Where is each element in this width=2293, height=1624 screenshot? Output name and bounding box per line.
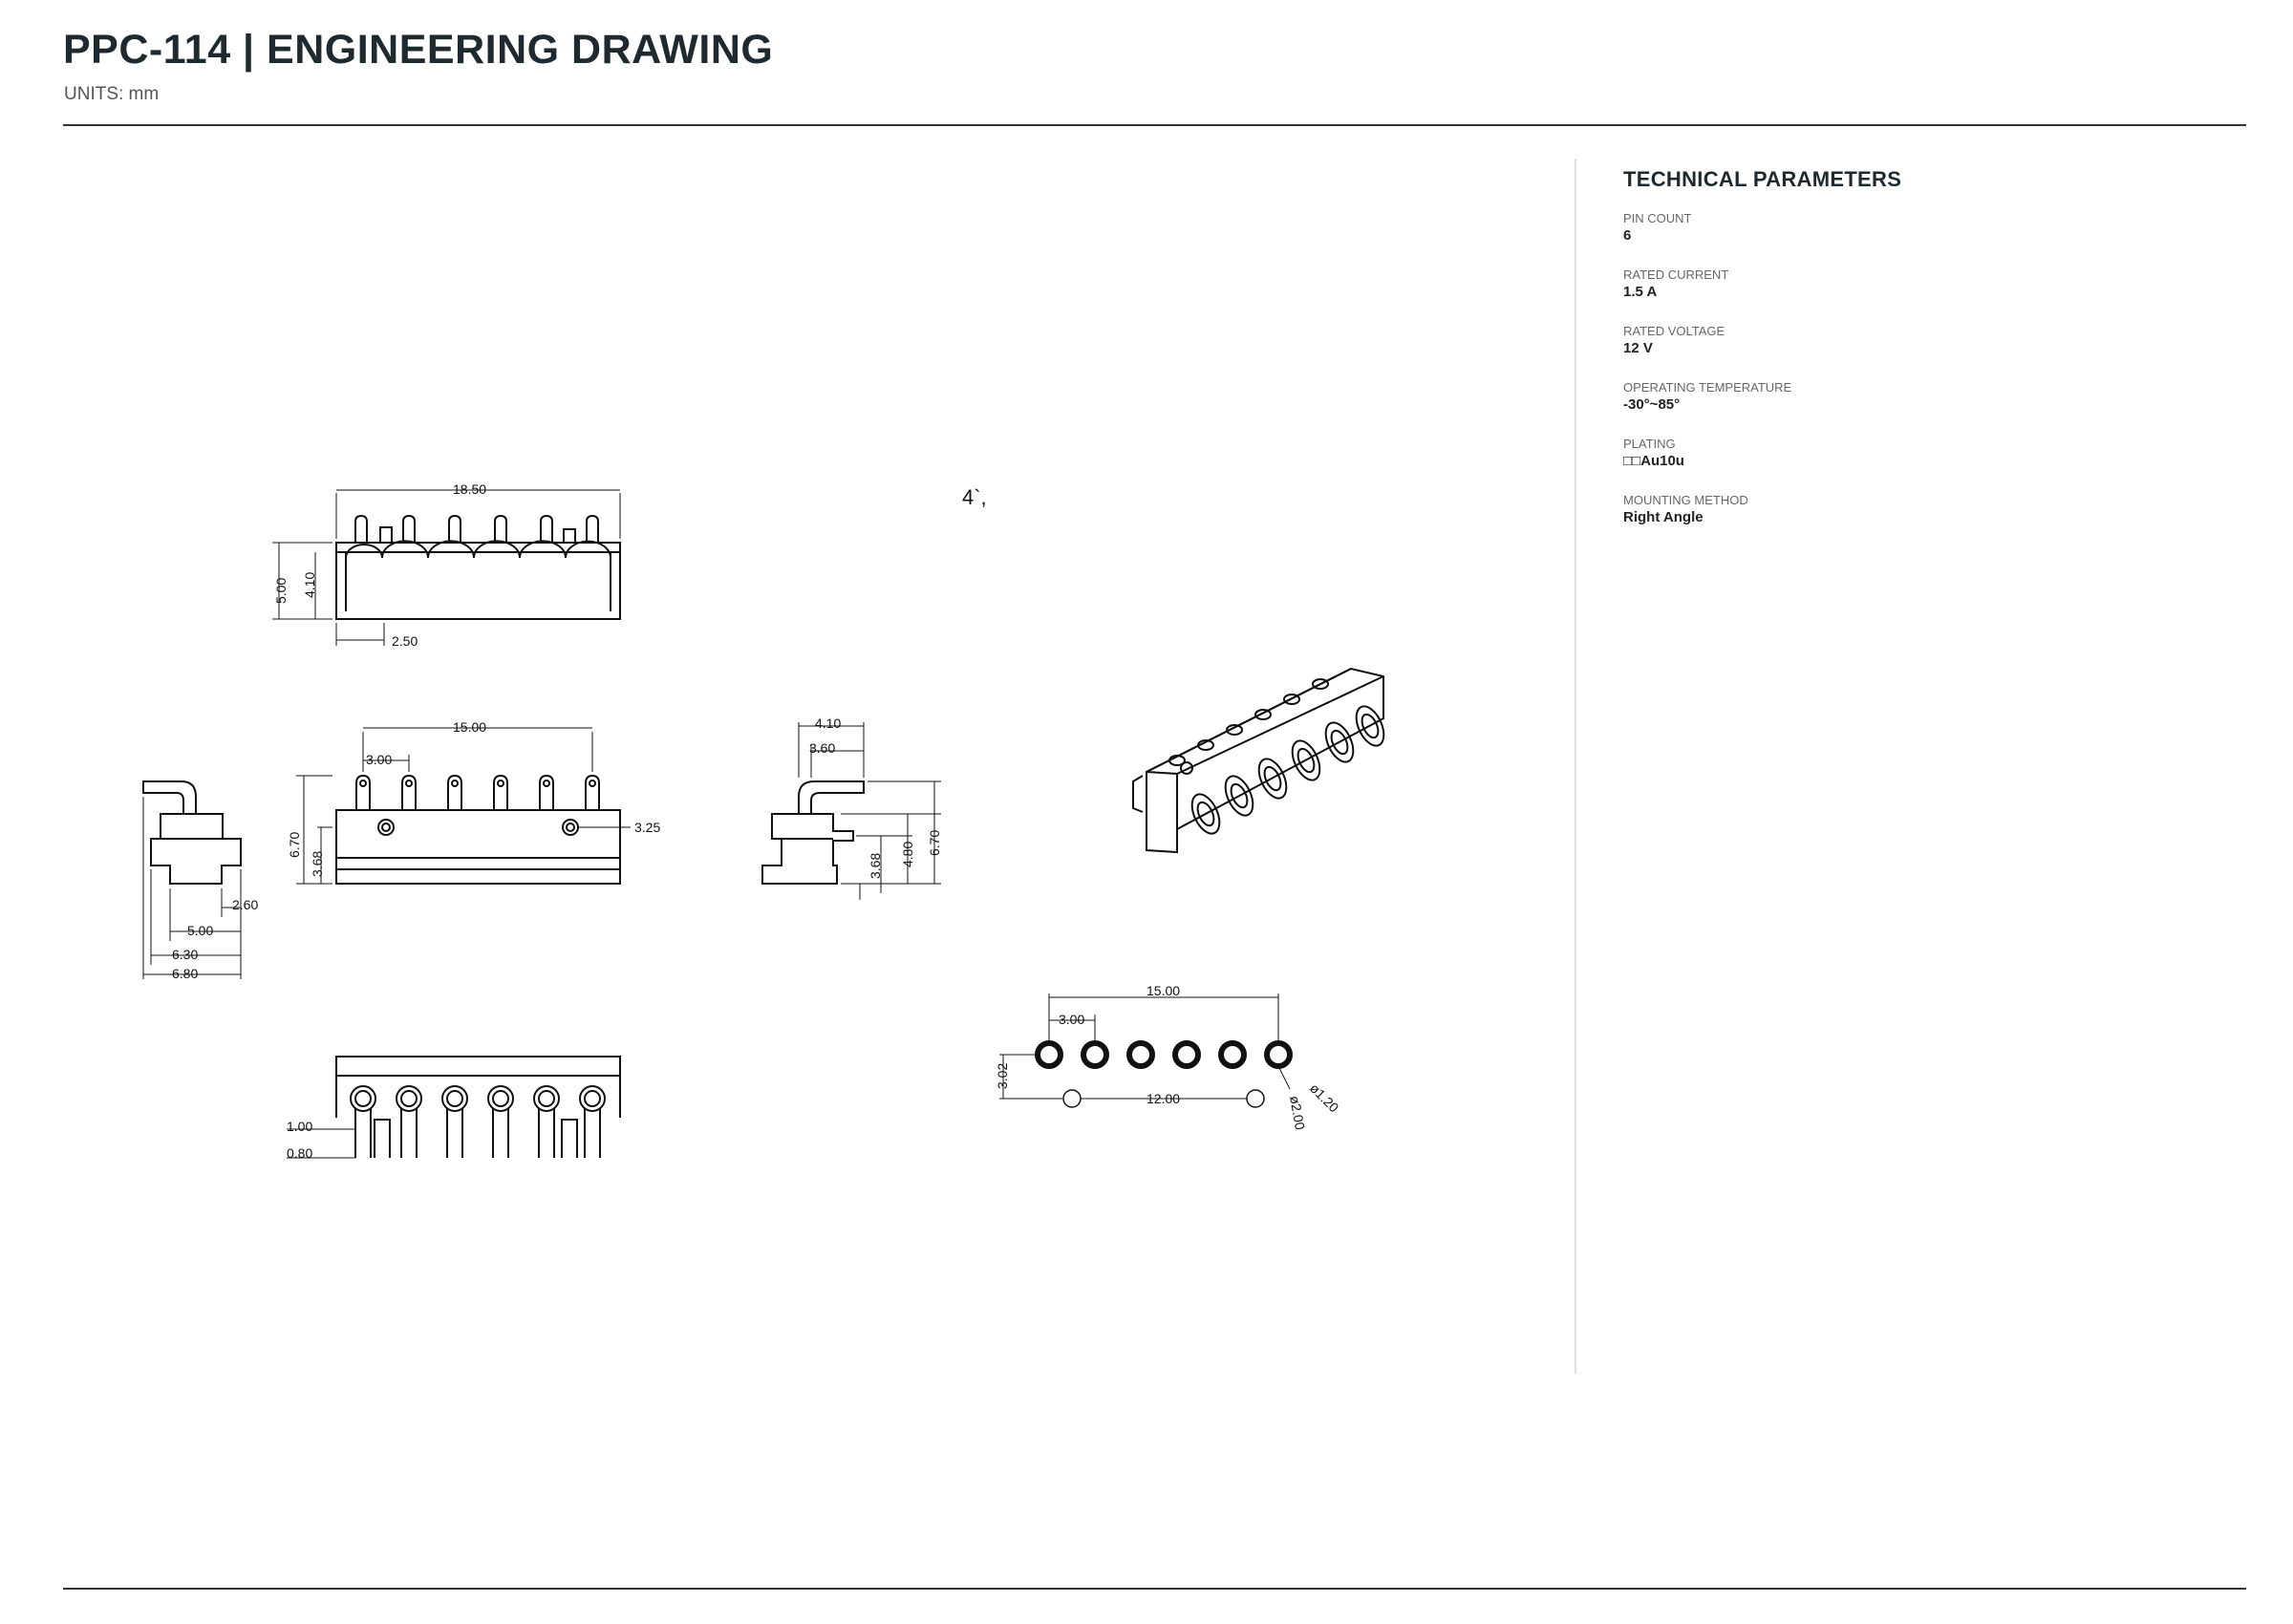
dim-left-d1: 2.60: [232, 897, 258, 912]
left-side-view: 2.60 5.00 6.30 6.80: [142, 780, 258, 981]
dim-left-d2: 5.00: [187, 923, 213, 938]
param-label: MOUNTING METHOD: [1623, 493, 1748, 507]
dim-top-inner-height: 4.10: [302, 572, 317, 598]
engineering-drawing: 4`, 18.50 5.00: [142, 481, 1385, 1161]
dim-footprint-pitch: 3.00: [1059, 1012, 1084, 1027]
footer-divider: [63, 1588, 2246, 1590]
param-value: 1.5 A: [1623, 284, 1658, 300]
bottom-view: 1.00 0.80: [287, 1056, 621, 1161]
top-view: 18.50 5.00 4.10 2.50: [272, 481, 621, 649]
dim-left-d4: 6.80: [172, 966, 198, 981]
param-rated-current: RATED CURRENT 1.5 A: [1623, 267, 2197, 302]
pcb-footprint: 15.00 3.00 3.02 12.00 ø1.20 ø2.00: [995, 983, 1342, 1131]
dim-right-d4: 4.80: [900, 842, 915, 867]
dim-footprint-peg-span: 12.00: [1146, 1091, 1180, 1106]
stray-mark: 4`,: [962, 485, 987, 509]
param-label: PLATING: [1623, 437, 1676, 451]
dim-front-pitch: 3.00: [366, 752, 392, 767]
right-side-view: 4.10 3.60 3.68 4.80 6.70: [761, 716, 942, 900]
param-plating: PLATING □□Au10u: [1623, 437, 2197, 471]
dim-left-d3: 6.30: [172, 947, 198, 962]
param-value: 6: [1623, 227, 1632, 244]
dim-footprint-pad-dia: ø1.20: [1307, 1080, 1342, 1116]
param-value: 12 V: [1623, 340, 1653, 356]
dim-bottom-d2: 0.80: [287, 1145, 312, 1161]
dim-front-base: 3.68: [310, 851, 325, 877]
dim-top-height: 5.00: [273, 578, 289, 604]
dim-front-span: 15.00: [453, 719, 486, 735]
param-label: RATED VOLTAGE: [1623, 324, 1725, 338]
technical-parameters-panel: TECHNICAL PARAMETERS PIN COUNT 6 RATED C…: [1623, 167, 2197, 549]
isometric-view: [1132, 667, 1385, 854]
dim-footprint-row-gap: 3.02: [995, 1063, 1010, 1089]
dim-front-height: 6.70: [287, 832, 302, 858]
dim-footprint-span: 15.00: [1146, 983, 1180, 998]
front-view: 15.00 3.00 6.70 3.68 3.25: [287, 719, 660, 885]
units-label: UNITS: mm: [64, 84, 160, 104]
dim-bottom-d1: 1.00: [287, 1119, 312, 1134]
param-label: OPERATING TEMPERATURE: [1623, 380, 1792, 395]
dim-right-d2: 3.60: [809, 740, 835, 756]
parameters-heading: TECHNICAL PARAMETERS: [1623, 167, 1902, 191]
param-operating-temperature: OPERATING TEMPERATURE -30°~85°: [1623, 380, 2197, 415]
param-label: PIN COUNT: [1623, 211, 1692, 225]
dim-top-offset: 2.50: [392, 633, 418, 649]
param-rated-voltage: RATED VOLTAGE 12 V: [1623, 324, 2197, 358]
param-pin-count: PIN COUNT 6: [1623, 211, 2197, 246]
page-title: PPC-114 | ENGINEERING DRAWING: [63, 27, 774, 73]
param-value: -30°~85°: [1623, 396, 1681, 413]
dim-footprint-peg-dia: ø2.00: [1287, 1095, 1308, 1131]
param-mounting-method: MOUNTING METHOD Right Angle: [1623, 493, 2197, 527]
header-divider: [63, 124, 2246, 126]
param-label: RATED CURRENT: [1623, 267, 1729, 282]
panel-divider: [1575, 159, 1576, 1374]
dim-right-d5: 6.70: [927, 830, 942, 856]
dim-top-width: 18.50: [453, 481, 486, 497]
param-value: □□Au10u: [1623, 453, 1684, 469]
dim-right-d3: 3.68: [868, 853, 883, 879]
param-value: Right Angle: [1623, 509, 1704, 525]
dim-right-d1: 4.10: [815, 716, 841, 731]
dim-front-hole-offset: 3.25: [634, 820, 660, 835]
